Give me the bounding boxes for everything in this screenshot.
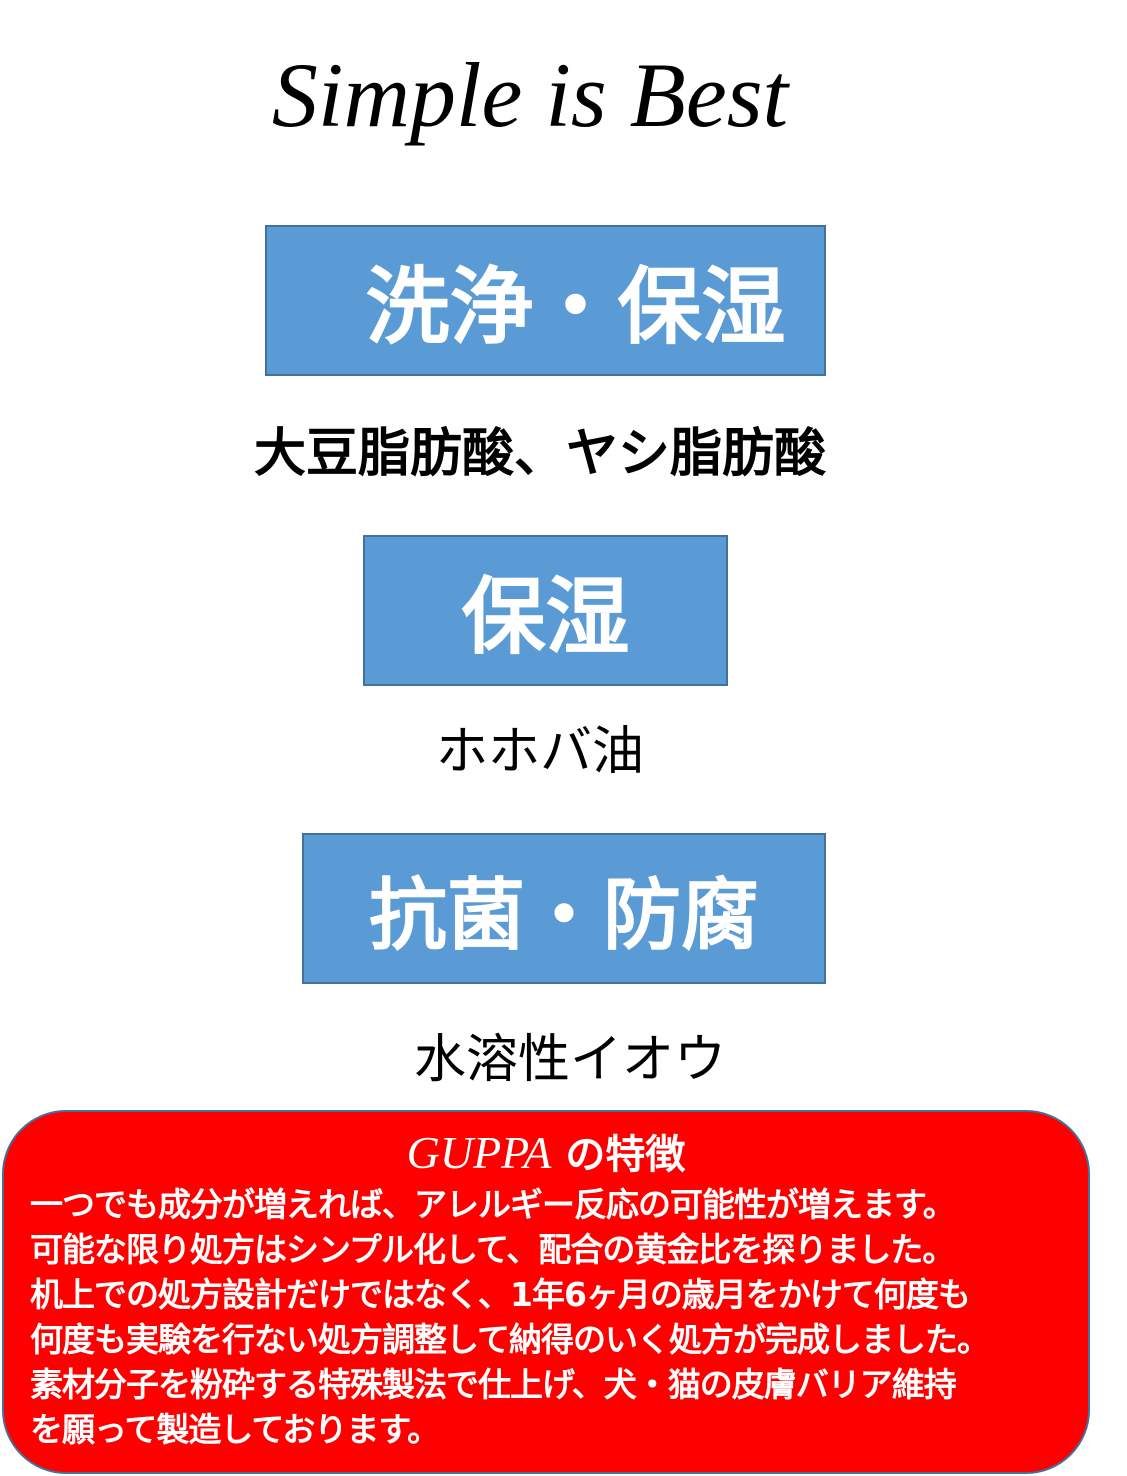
features-title-suffix: の特徴 (565, 1132, 686, 1178)
ingredient-text: 水溶性イオウ (413, 1030, 726, 1090)
heading-box-antibacterial: 抗菌・防腐 (302, 833, 826, 984)
heading-label: 抗菌・防腐 (368, 870, 759, 961)
heading-box-moisturizing: 保湿 (363, 535, 728, 686)
feature-line: を願って製造しております。 (30, 1410, 440, 1449)
ingredient-text: 大豆脂肪酸、ヤシ脂肪酸 (253, 424, 826, 484)
feature-line: 何度も実験を行ない処方調整して納得のいく処方が完成しました。 (30, 1320, 990, 1359)
features-panel: GUPPA の特徴 一つでも成分が増えれば、アレルギー反応の可能性が増えます。 … (2, 1110, 1090, 1474)
heading-box-cleansing: 洗浄・保湿 (265, 225, 826, 376)
feature-line: 可能な限り処方はシンプル化して、配合の黄金比を探りました。 (30, 1230, 955, 1269)
feature-line: 机上での処方設計だけではなく、1年6ヶ月の歳月をかけて何度も (30, 1275, 971, 1314)
ingredient-text: ホホバ油 (435, 722, 644, 782)
feature-line: 素材分子を粉砕する特殊製法で仕上げ、犬・猫の皮膚バリア維持 (30, 1365, 957, 1404)
page-title: Simple is Best (271, 44, 789, 146)
heading-label: 保湿 (461, 568, 630, 666)
feature-line: 一つでも成分が増えれば、アレルギー反応の可能性が増えます。 (30, 1185, 956, 1224)
features-title: GUPPA の特徴 (4, 1126, 1088, 1182)
brand-name: GUPPA (406, 1127, 552, 1178)
heading-label: 洗浄・保湿 (365, 258, 786, 356)
